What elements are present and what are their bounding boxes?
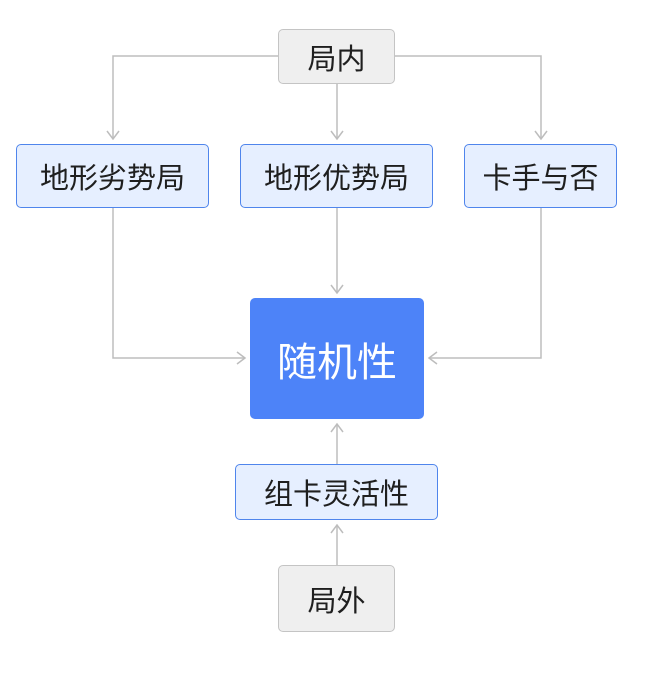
node-card-jam: 卡手与否	[464, 144, 617, 208]
node-label: 局内	[307, 41, 366, 76]
node-in-game: 局内	[278, 29, 395, 84]
node-label: 地形优势局	[263, 161, 409, 195]
node-out-game: 局外	[278, 565, 395, 632]
node-label: 卡手与否	[482, 161, 599, 195]
arrowhead	[106, 130, 120, 141]
arrowhead	[534, 130, 548, 141]
node-terrain-disadvantage: 地形劣势局	[16, 144, 209, 208]
arrowhead	[427, 351, 438, 365]
arrowhead	[330, 422, 344, 433]
node-label: 局外	[307, 583, 366, 618]
connector-in-game-to-terrain-disadvantage	[112, 55, 278, 138]
connector-terrain-disadvantage-to-randomness	[112, 208, 244, 359]
node-label: 随机性	[277, 339, 397, 386]
arrowhead	[330, 284, 344, 295]
connector-card-jam-to-randomness	[430, 208, 542, 359]
node-randomness: 随机性	[250, 298, 424, 419]
arrowhead	[330, 130, 344, 141]
node-deck-flexibility: 组卡灵活性	[235, 464, 438, 520]
node-label: 组卡灵活性	[263, 477, 409, 511]
node-label: 地形劣势局	[39, 161, 185, 195]
arrowhead	[330, 523, 344, 534]
node-terrain-advantage: 地形优势局	[240, 144, 433, 208]
connector-in-game-to-card-jam	[395, 55, 542, 138]
arrowhead	[236, 351, 247, 365]
